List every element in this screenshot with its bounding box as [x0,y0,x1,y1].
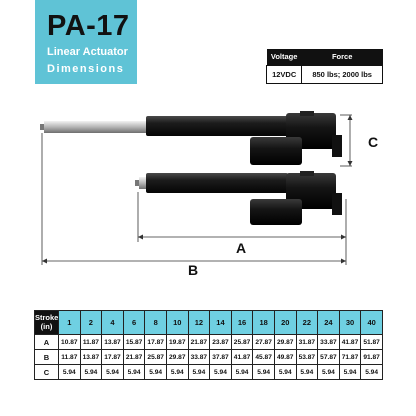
title-card: PA-17 Linear Actuator Dimensions [35,0,137,84]
table-cell: 11.87 [58,349,81,365]
spec-table: Voltage Force 12VDC 850 lbs; 2000 lbs [265,49,383,84]
table-cell: 21.87 [122,349,146,365]
stroke-header-cell: 24 [317,310,340,335]
stroke-corner: Stroke (in) [34,310,59,335]
stroke-header-cell: 22 [295,310,319,335]
table-cell: 57.87 [317,349,340,365]
table-cell: 5.94 [165,364,189,380]
table-cell: 45.87 [252,349,275,365]
table-cell: 5.94 [209,364,232,380]
table-cell: 5.94 [230,364,254,380]
table-cell: 71.87 [338,349,362,365]
stroke-header-cell: 16 [230,310,254,335]
table-cell: 51.87 [360,334,383,350]
table-cell: 33.87 [317,334,340,350]
stroke-header-cell: 10 [165,310,189,335]
table-cell: 49.87 [273,349,297,365]
label-b: B [188,262,198,278]
table-cell: 5.94 [338,364,362,380]
stroke-header-cell: 6 [122,310,146,335]
force-header: Force [301,49,383,65]
table-cell: 17.87 [101,349,124,365]
table-cell: 5.94 [144,364,167,380]
voltage-header: Voltage [266,49,302,65]
table-cell: 5.94 [101,364,124,380]
table-cell: 21.87 [187,334,211,350]
table-cell: 41.87 [338,334,362,350]
table-cell: 5.94 [317,364,340,380]
table-cell: 29.87 [273,334,297,350]
stroke-header-cell: 14 [209,310,232,335]
table-cell: 13.87 [79,349,103,365]
motor [250,137,302,165]
voltage-value: 12VDC [265,64,303,84]
retracted-actuator [135,171,342,225]
stroke-header-cell: 4 [101,310,124,335]
force-value: 850 lbs; 2000 lbs [301,64,383,84]
table-cell: 10.87 [58,334,81,350]
table-cell: 31.87 [295,334,319,350]
stroke-header-cell: 18 [252,310,275,335]
table-cell: 33.87 [187,349,211,365]
stroke-header-cell: 20 [273,310,297,335]
row-label: B [34,349,59,365]
table-cell: 41.87 [230,349,254,365]
table-cell: 5.94 [79,364,103,380]
table-cell: 13.87 [101,334,124,350]
table-cell: 5.94 [360,364,383,380]
stroke-header-cell: 12 [187,310,211,335]
table-cell: 5.94 [122,364,146,380]
stroke-header-cell: 2 [79,310,103,335]
table-cell: 15.87 [122,334,146,350]
dimensions-subtitle: Dimensions [47,63,125,75]
table-cell: 91.87 [360,349,383,365]
product-subtitle: Linear Actuator [47,46,128,58]
model-title: PA-17 [47,10,130,42]
actuator-drawing: C A B [40,111,378,278]
stroke-header-cell: 8 [144,310,167,335]
label-a: A [236,240,246,256]
table-cell: 19.87 [165,334,189,350]
table-cell: 5.94 [187,364,211,380]
table-cell: 17.87 [144,334,167,350]
stroke-header-cell: 30 [338,310,362,335]
table-cell: 25.87 [144,349,167,365]
table-cell: 27.87 [252,334,275,350]
table-cell: 11.87 [79,334,103,350]
table-cell: 5.94 [252,364,275,380]
label-c: C [368,134,378,150]
stroke-header-cell: 1 [58,310,81,335]
table-cell: 29.87 [165,349,189,365]
row-label: A [34,334,59,350]
rear-mount [332,135,342,157]
table-cell: 53.87 [295,349,319,365]
extended-actuator [40,111,342,165]
table-cell: 25.87 [230,334,254,350]
table-cell: 5.94 [295,364,319,380]
row-label: C [34,364,59,380]
outer-tube [146,116,288,136]
rod-end [40,124,45,130]
table-cell: 23.87 [209,334,232,350]
table-cell: 37.87 [209,349,232,365]
table-cell: 5.94 [273,364,297,380]
stroke-header-cell: 40 [360,310,383,335]
extension-rod [44,121,148,133]
table-cell: 5.94 [58,364,81,380]
